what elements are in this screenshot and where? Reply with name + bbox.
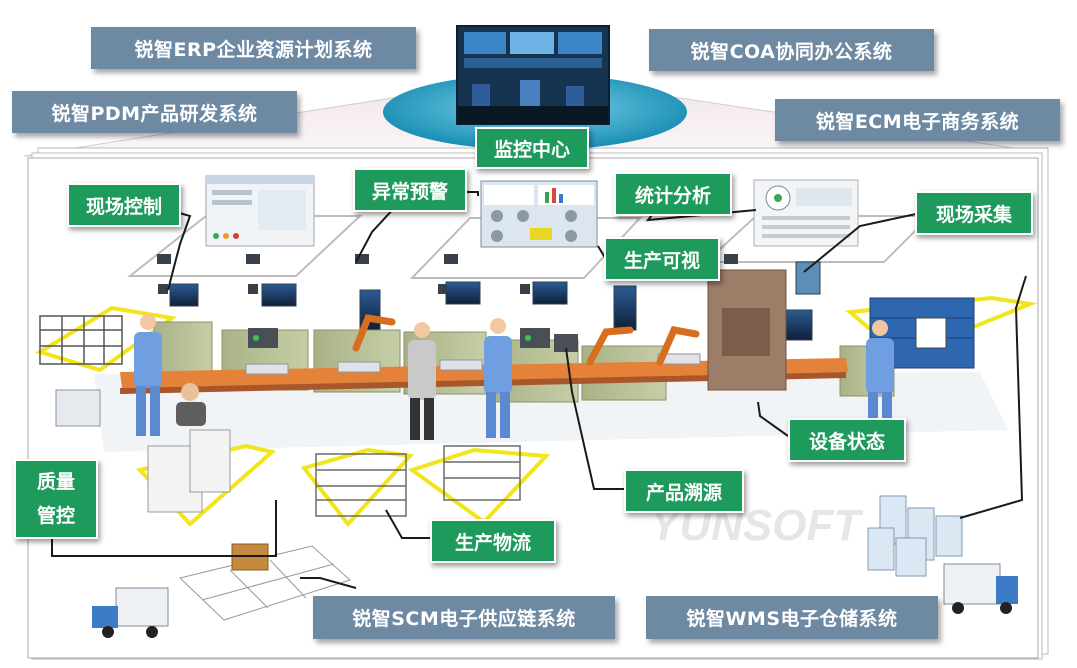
site-control-screenshot bbox=[205, 175, 315, 247]
quality-control-label: 质量 管控 bbox=[14, 459, 98, 539]
wms-system-label: 锐智WMS电子仓储系统 bbox=[646, 596, 938, 639]
statistics-label: 统计分析 bbox=[614, 172, 732, 216]
control-panels bbox=[248, 328, 578, 352]
city-buildings bbox=[867, 495, 963, 577]
scm-truck bbox=[92, 587, 169, 638]
site-control-label: 现场控制 bbox=[67, 183, 181, 227]
equipment-status-label: 设备状态 bbox=[788, 418, 906, 462]
worker-2 bbox=[408, 322, 436, 440]
coa-system-label: 锐智COA协同办公系统 bbox=[649, 29, 934, 71]
video-wall bbox=[458, 32, 608, 124]
scm-system-label: 锐智SCM电子供应链系统 bbox=[313, 596, 615, 639]
alarm-screenshot bbox=[480, 180, 598, 248]
press-window bbox=[722, 308, 770, 356]
overhead-monitors bbox=[169, 261, 821, 341]
quality-boxes bbox=[147, 429, 231, 513]
cage-left bbox=[39, 315, 123, 365]
quality-control-line-2: 管控 bbox=[36, 505, 75, 527]
traceability-label: 产品溯源 bbox=[624, 469, 744, 513]
inspection-table bbox=[55, 389, 101, 427]
erp-system-label: 锐智ERP企业资源计划系统 bbox=[91, 27, 416, 69]
wms-truck bbox=[943, 563, 1018, 614]
worker-4 bbox=[866, 320, 894, 434]
data-collection-label: 现场采集 bbox=[915, 191, 1033, 235]
ecm-system-label: 锐智ECM电子商务系统 bbox=[775, 99, 1060, 141]
monitor-center-label: 监控中心 bbox=[475, 127, 589, 169]
visualization-label: 生产可视 bbox=[604, 237, 720, 281]
quality-control-line-1: 质量 bbox=[36, 471, 75, 493]
worker-3 bbox=[484, 318, 512, 438]
ceiling-rail-left bbox=[127, 215, 363, 277]
logistics-carts bbox=[315, 445, 521, 517]
alarm-label: 异常预警 bbox=[353, 168, 467, 212]
pdm-system-label: 锐智PDM产品研发系统 bbox=[12, 91, 297, 133]
logistics-label: 生产物流 bbox=[430, 519, 556, 563]
robot-arms bbox=[352, 314, 700, 366]
inspector bbox=[176, 383, 206, 426]
statistics-screenshot bbox=[753, 179, 859, 247]
hanging-equipment bbox=[157, 254, 738, 294]
ceiling-rail-mid bbox=[409, 217, 643, 279]
worker-1 bbox=[134, 314, 162, 436]
leader-lines bbox=[51, 191, 1027, 589]
